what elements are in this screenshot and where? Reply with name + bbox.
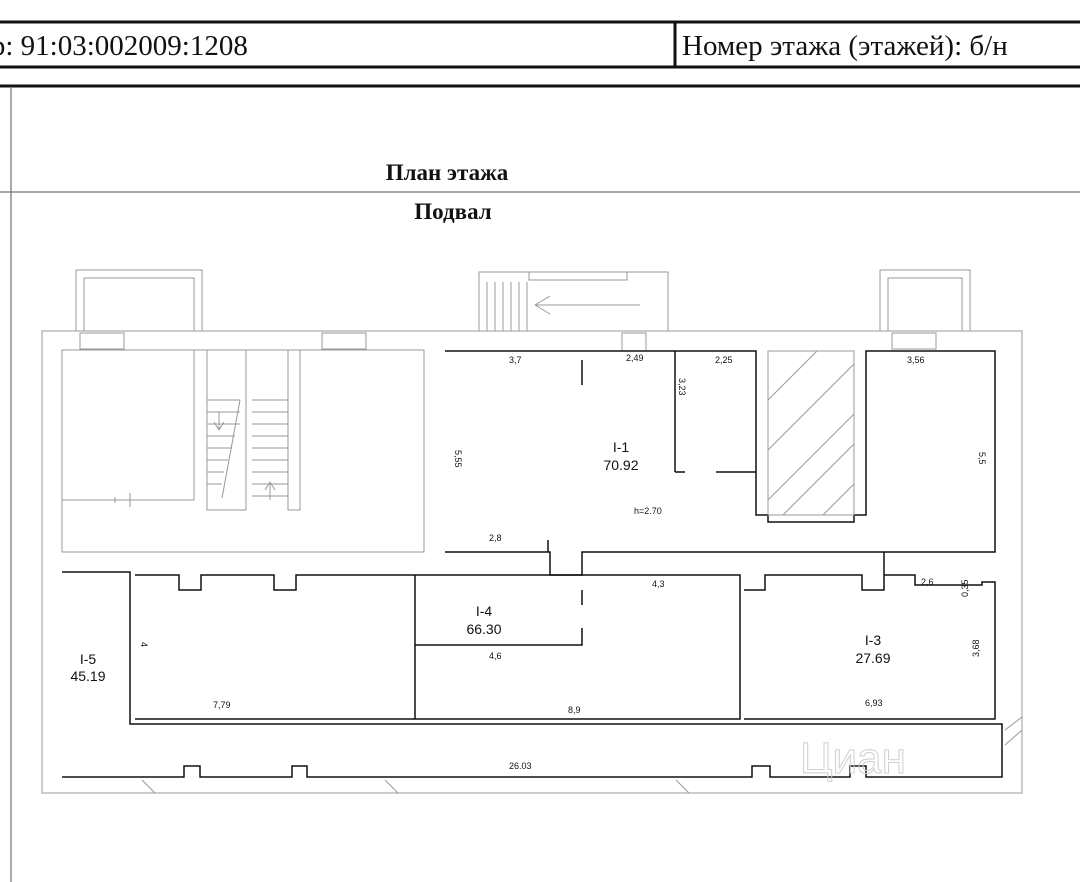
cadastral-number-cell: ер: 91:03:002009:1208 [0, 30, 248, 62]
room-id-label: I-5 [80, 651, 97, 667]
left-block [61, 349, 425, 553]
dim-label: 26.03 [509, 761, 532, 771]
dim-label: 2,49 [626, 353, 644, 363]
floor-name: Подвал [414, 199, 492, 224]
stair-top [486, 282, 640, 331]
dim-label: 8,9 [568, 705, 581, 715]
room-id-label: I-3 [865, 632, 882, 648]
dim-label: 4,6 [489, 651, 502, 661]
room-I-4 [135, 574, 741, 720]
room-area-label: 66.30 [466, 621, 501, 637]
dim-label: 7,79 [213, 700, 231, 710]
dim-label: 6,93 [865, 698, 883, 708]
dim-label: 3,23 [677, 378, 687, 396]
room-I-5 [62, 571, 1003, 778]
room-area-label: 70.92 [603, 457, 638, 473]
room-id-label: I-4 [476, 603, 493, 619]
dim-label: 2,6 [921, 577, 934, 587]
room-I-3 [744, 552, 996, 720]
dim-label: 2,25 [715, 355, 733, 365]
hatched-shaft [767, 350, 855, 516]
room-area-label: 27.69 [855, 650, 890, 666]
dim-label: 4 [139, 642, 149, 647]
height-note: h=2.70 [634, 506, 662, 516]
plan-title: План этажа [385, 160, 509, 185]
dim-label: 5,55 [453, 450, 463, 468]
room-I-1 [445, 350, 996, 576]
dim-label: 4,3 [652, 579, 665, 589]
room-id-label: I-1 [613, 439, 630, 455]
building-outline [41, 269, 1023, 794]
watermark-logo: Циан [800, 734, 906, 783]
dim-label: 3,56 [907, 355, 925, 365]
floor-number-cell: Номер этажа (этажей): б/н [682, 30, 1008, 62]
dim-label: 3,7 [509, 355, 522, 365]
dim-label: 0,35 [960, 579, 970, 597]
dim-label: 3,68 [971, 639, 981, 657]
dim-label: 2,8 [489, 533, 502, 543]
dim-label: 5,5 [977, 452, 987, 465]
left-stair [207, 399, 288, 500]
room-area-label: 45.19 [70, 668, 105, 684]
bottom-ticks [141, 716, 1023, 794]
